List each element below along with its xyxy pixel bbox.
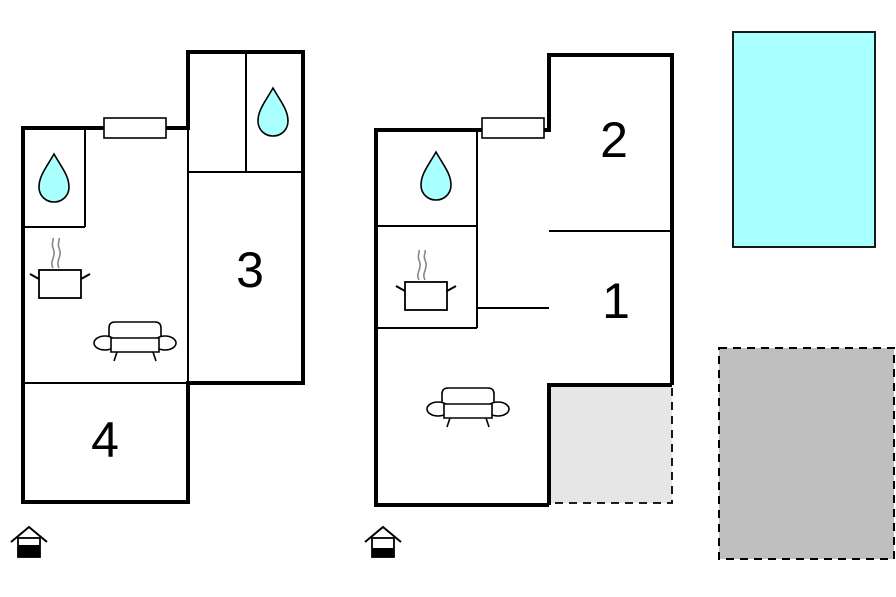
room-number-3: 3 — [236, 242, 264, 298]
water-drop-icon — [38, 153, 70, 203]
water-drop-icon — [257, 87, 289, 137]
outer-wall-middle — [374, 53, 674, 507]
room-number-2: 2 — [600, 112, 628, 168]
floor-indicator-icon — [10, 525, 48, 558]
floor-indicator-icon — [364, 525, 402, 558]
outer-wall-left — [21, 50, 305, 504]
sofa-icon — [426, 387, 510, 428]
water-drop-icon — [420, 151, 452, 201]
room-number-1: 1 — [602, 273, 630, 329]
sofa-icon — [93, 321, 177, 362]
window-icon — [103, 117, 167, 139]
floorplan-left: 3 4 — [10, 50, 305, 558]
balcony-area — [548, 384, 673, 504]
window-icon — [481, 117, 545, 139]
room-number-4: 4 — [91, 412, 119, 468]
cooking-pot-icon — [395, 249, 457, 311]
swimming-pool — [732, 31, 876, 248]
cooking-pot-icon — [29, 237, 91, 299]
terrace-area — [718, 347, 895, 560]
floorplan-middle: 2 1 — [364, 53, 674, 558]
